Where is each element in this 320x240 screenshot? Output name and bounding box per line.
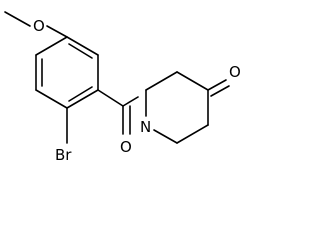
atom-nitrogen: N [140, 118, 151, 136]
atom-bromine: Br [55, 146, 72, 164]
bond-ring-inner-2 [68, 86, 93, 102]
bond-methyl-o [4, 11, 31, 27]
bond-ring-1 [66, 36, 99, 56]
atom-methoxy-oxygen: O [33, 17, 45, 35]
bond-ketone-o-double [210, 85, 230, 97]
bond-ring-4 [35, 89, 68, 109]
bond-o-ring [46, 25, 68, 38]
bond-pip-3 [176, 71, 209, 91]
molecule-structure: O Br O N O [4, 11, 241, 164]
bond-carbonyl-n [122, 96, 139, 107]
bond-ketone-o [207, 79, 227, 91]
bond-pip-6 [153, 129, 178, 144]
bond-pip-2 [145, 71, 178, 91]
bond-ring-6 [35, 36, 68, 56]
bond-ring-3 [66, 89, 99, 109]
bond-ring-carbonyl [97, 89, 124, 107]
bond-pip-5 [176, 124, 209, 144]
atom-carbonyl-oxygen: O [120, 138, 132, 156]
bond-ring-inner-1 [68, 43, 93, 59]
atom-ketone-oxygen: O [229, 63, 241, 81]
